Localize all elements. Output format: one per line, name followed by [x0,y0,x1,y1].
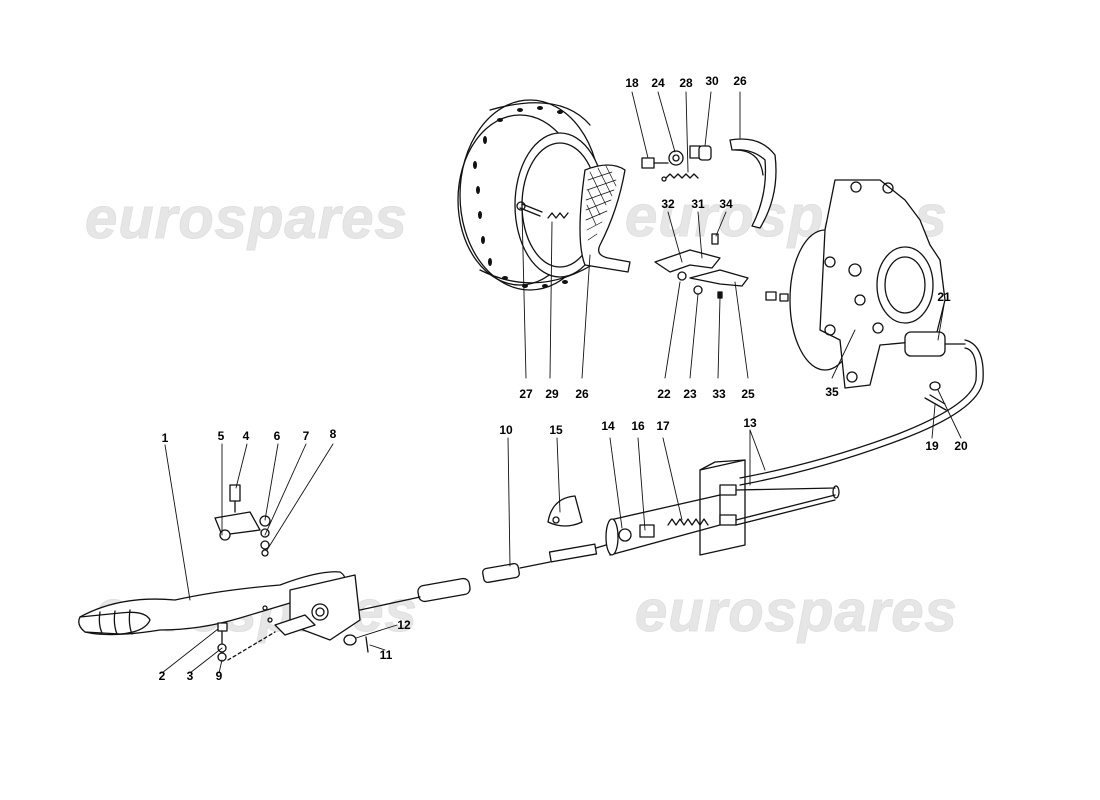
watermark-bottom-right: eurospares [635,579,958,645]
callout-29: 29 [545,387,559,401]
callout-22: 22 [657,387,671,401]
front-cable [417,543,607,603]
callout-12: 12 [397,618,411,632]
handbrake-lever [78,571,421,641]
equaliser [605,459,840,556]
callout-25: 25 [741,387,755,401]
callout-6: 6 [273,429,281,443]
hub-carrier [789,179,946,389]
cable-guide [547,495,583,527]
callout-34: 34 [719,197,733,211]
callout-27: 27 [519,387,533,401]
callout-15: 15 [549,423,563,437]
callout-33: 33 [712,387,726,401]
callout-24: 24 [651,76,665,90]
shoe-hardware [641,145,712,182]
callout-26-top: 26 [733,74,747,88]
callout-11: 11 [379,648,393,662]
callout-4: 4 [242,429,250,443]
callout-3: 3 [186,669,194,683]
callout-1: 1 [161,431,169,445]
rear-cable [739,331,984,486]
callout-30: 30 [705,74,719,88]
callout-14: 14 [601,419,615,433]
callout-7: 7 [302,429,310,443]
callout-13: 13 [743,416,757,430]
callout-9: 9 [215,669,223,683]
callout-20: 20 [954,439,968,453]
callout-28: 28 [679,76,693,90]
callout-5: 5 [217,429,225,443]
screw-washers [217,622,276,662]
callout-19: 19 [925,439,939,453]
leader-lines [161,91,962,674]
callout-31: 31 [691,197,705,211]
callout-18: 18 [625,76,639,90]
callout-10: 10 [499,423,513,437]
callout-17: 17 [656,419,670,433]
callout-35: 35 [825,385,839,399]
callout-2: 2 [158,669,166,683]
callout-8: 8 [329,427,337,441]
brake-shoe-lining [579,164,631,273]
pin-washer [343,634,369,653]
callout-26-bottom: 26 [575,387,589,401]
brake-shoe-right [729,138,777,229]
callout-23: 23 [683,387,697,401]
lever-assembly [654,233,789,302]
callout-21: 21 [937,290,951,304]
watermark-top-left: eurospares [85,186,408,252]
callout-32: 32 [661,197,675,211]
brake-drum [457,99,606,291]
callout-16: 16 [631,419,645,433]
switch-bracket [214,484,271,557]
